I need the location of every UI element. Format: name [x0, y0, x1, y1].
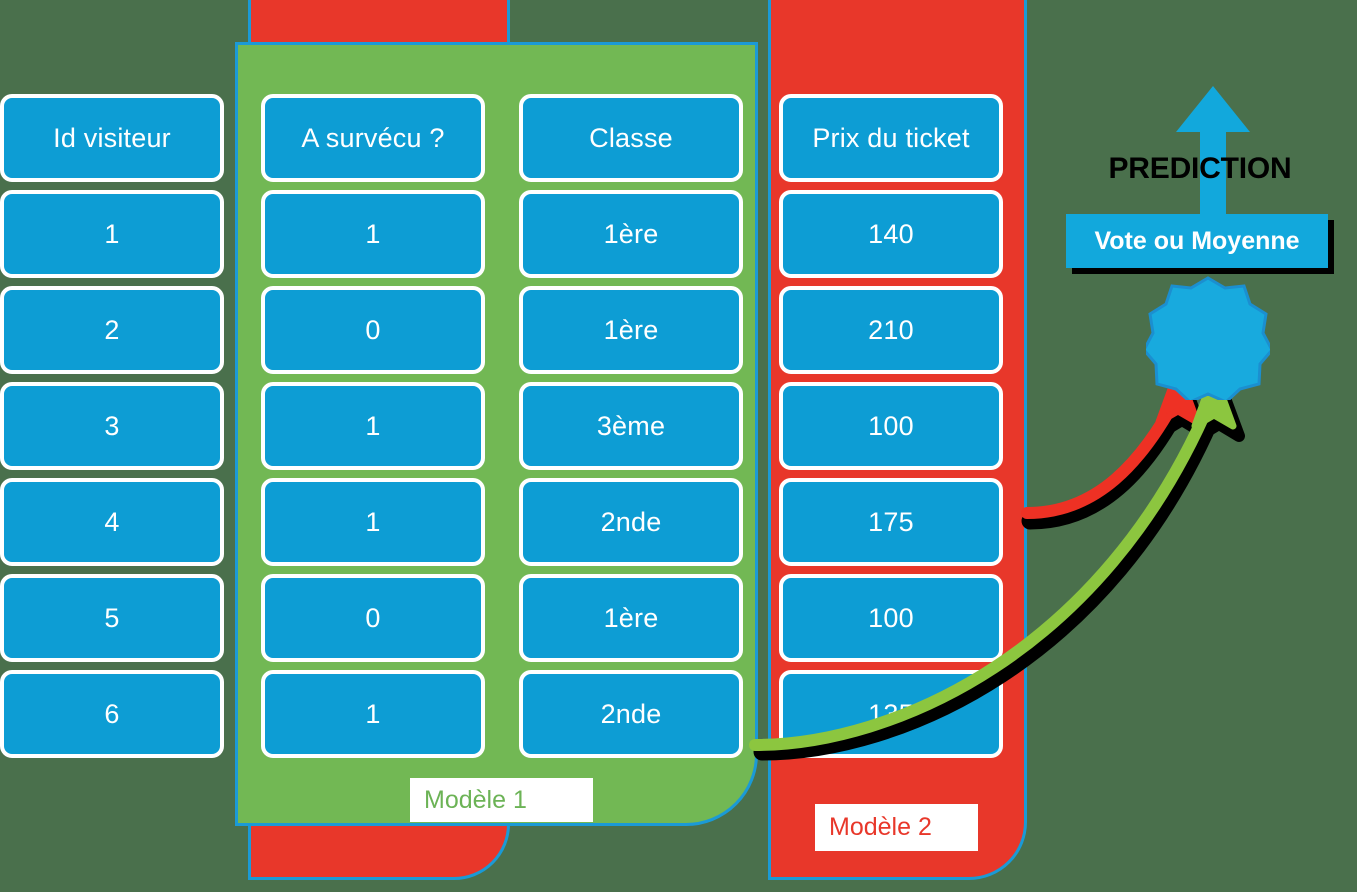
table-cell: 5	[0, 574, 224, 662]
column-a-survecu: A survécu ? 1 0 1 1 0 1	[261, 94, 485, 766]
curved-arrow-green-shadow	[753, 401, 1224, 761]
table-cell: 1	[261, 478, 485, 566]
table-cell: 100	[779, 574, 1003, 662]
table-cell: 175	[779, 478, 1003, 566]
table-cell: 1	[261, 190, 485, 278]
table-cell: 3ème	[519, 382, 743, 470]
column-classe: Classe 1ère 1ère 3ème 2nde 1ère 2nde	[519, 94, 743, 766]
curved-arrow-green-icon	[749, 396, 1216, 751]
curved-arrow-red-head	[1155, 366, 1201, 426]
table-cell: 6	[0, 670, 224, 758]
table-cell: 4	[0, 478, 224, 566]
table-cell: 1ère	[519, 574, 743, 662]
table-cell: 1	[261, 670, 485, 758]
column-header: Classe	[519, 94, 743, 182]
table-cell: 0	[261, 574, 485, 662]
column-header: A survécu ?	[261, 94, 485, 182]
up-arrow-icon	[1176, 86, 1250, 226]
table-cell: 140	[779, 190, 1003, 278]
model-1-label: Modèle 1	[424, 785, 527, 814]
table-cell: 1	[261, 382, 485, 470]
prediction-label: PREDICTION	[1108, 152, 1292, 185]
column-header: Prix du ticket	[779, 94, 1003, 182]
table-cell: 2	[0, 286, 224, 374]
vote-or-average-box[interactable]: Vote ou Moyenne	[1066, 214, 1328, 268]
column-header: Id visiteur	[0, 94, 224, 182]
model-2-label: Modèle 2	[829, 813, 932, 841]
column-id-visiteur: Id visiteur 1 2 3 4 5 6	[0, 94, 224, 766]
curved-arrow-green-head	[1191, 370, 1237, 430]
table-cell: 100	[779, 382, 1003, 470]
table-cell: 0	[261, 286, 485, 374]
table-cell: 2nde	[519, 670, 743, 758]
table-cell: 3	[0, 382, 224, 470]
model-1-tag: Modèle 1	[410, 778, 593, 822]
table-cell: 1ère	[519, 286, 743, 374]
table-cell: 2nde	[519, 478, 743, 566]
vote-or-average-label: Vote ou Moyenne	[1094, 226, 1300, 255]
burst-star-icon	[1146, 276, 1270, 400]
model-2-tag: Modèle 2	[815, 804, 978, 851]
table-cell: 1ère	[519, 190, 743, 278]
table-cell: 210	[779, 286, 1003, 374]
table-cell: 1	[0, 190, 224, 278]
